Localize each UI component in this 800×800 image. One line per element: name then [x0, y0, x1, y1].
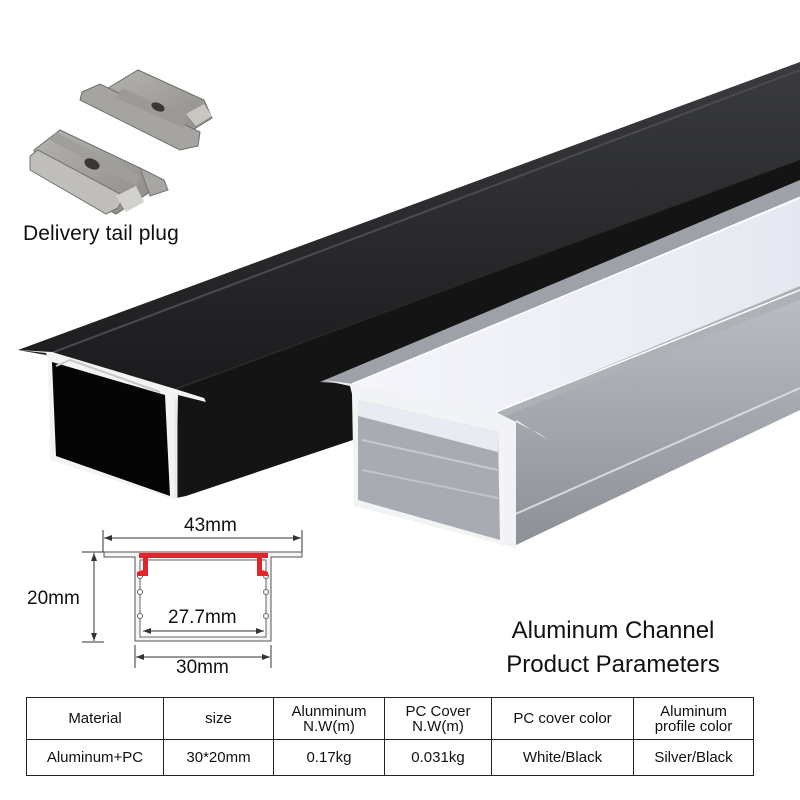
dimension-height: 20mm — [27, 588, 80, 609]
header-pc-cover-color: PC cover color — [491, 697, 634, 740]
title-line-2: Product Parameters — [506, 651, 720, 678]
silver-aluminum-channel — [320, 180, 800, 548]
cell-material: Aluminum+PC — [26, 739, 164, 776]
cell-aluminum-nw: 0.17kg — [273, 739, 385, 776]
dimension-inner-width: 27.7mm — [168, 607, 237, 628]
title-line-1: Aluminum Channel — [511, 617, 715, 644]
header-size: size — [163, 697, 274, 740]
pc-cover-highlight — [137, 553, 268, 576]
cell-pc-cover-nw: 0.031kg — [384, 739, 492, 776]
table-row: Aluminum+PC 30*20mm 0.17kg 0.031kg White… — [26, 739, 754, 776]
cell-pc-cover-color: White/Black — [491, 739, 634, 776]
page-title: Aluminum Channel Product Parameters — [468, 614, 758, 682]
end-cap-plug-icon — [29, 69, 213, 215]
cell-profile-color: Silver/Black — [633, 739, 754, 776]
plug-caption: Delivery tail plug — [23, 222, 179, 245]
dimension-width-total: 43mm — [184, 515, 237, 536]
cross-section-diagram — [82, 530, 303, 668]
cell-size: 30*20mm — [163, 739, 274, 776]
dimension-bottom-width: 30mm — [176, 657, 229, 678]
header-material: Material — [26, 697, 164, 740]
